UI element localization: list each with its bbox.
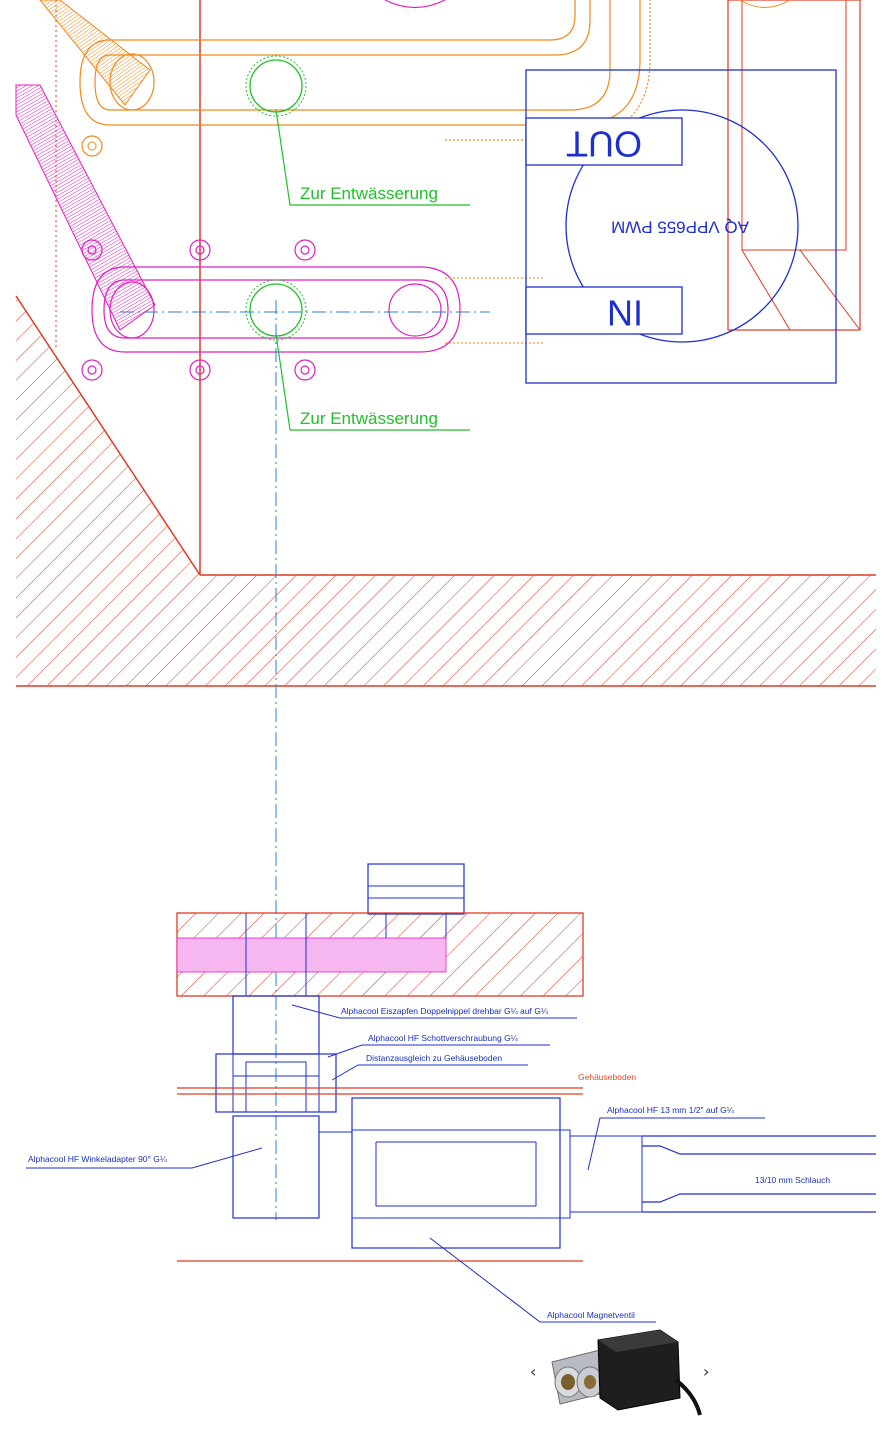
label-hf-13mm: Alphacool HF 13 mm 1/2" auf G¼ [607,1105,735,1115]
pump-model-label: AQ VPP655 PWM [611,218,749,237]
section-view: Alphacool Eiszapfen Doppelnippel drehbar… [26,863,876,1323]
pump-out-label: OUT [566,123,642,164]
label-magnetventil: Alphacool Magnetventil [547,1310,635,1320]
carousel-next-arrow[interactable]: › [703,1362,709,1381]
label-schlauch: 13/10 mm Schlauch [755,1175,830,1185]
drain-label-2: Zur Entwässerung [300,409,438,428]
magenta-tube-loop [91,266,461,353]
plan-view: Zur Entwässerung Zur Entwässerung [15,0,876,1220]
pump-in-label: IN [607,292,643,333]
label-schottverschraubung: Alphacool HF Schottverschraubung G¼ [368,1033,519,1043]
pump: OUT IN AQ VPP655 PWM [525,69,837,384]
drain-label-1: Zur Entwässerung [300,184,438,203]
label-distanzausgleich: Distanzausgleich zu Gehäuseboden [366,1053,502,1063]
label-eiszapfen: Alphacool Eiszapfen Doppelnippel drehbar… [341,1006,549,1016]
magnetventil-photo [551,1329,702,1416]
product-carousel: ‹ › [530,1329,709,1416]
label-winkeladapter: Alphacool HF Winkeladapter 90° G¼ [28,1154,168,1164]
label-gehaeuseboden: Gehäuseboden [578,1072,636,1082]
carousel-prev-arrow[interactable]: ‹ [530,1362,536,1381]
